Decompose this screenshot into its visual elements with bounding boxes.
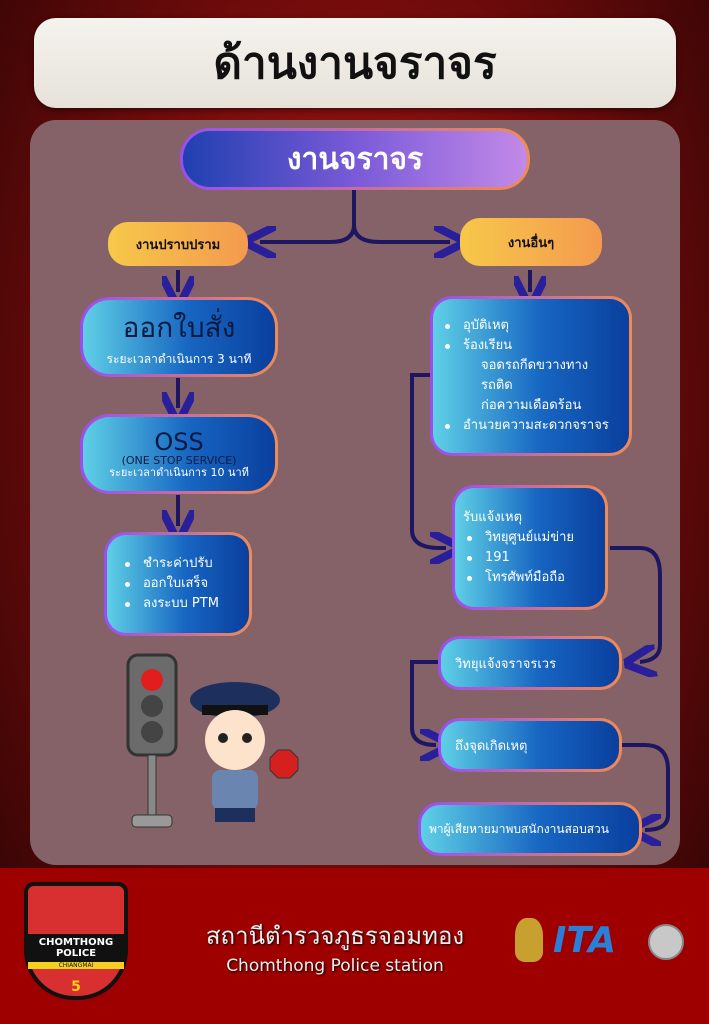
payment-steps-node: ชำระค่าปรับ ออกใบเสร็จ ลงระบบ PTM: [104, 532, 252, 636]
list-item: โทรศัพท์มือถือ: [463, 568, 597, 588]
step: ลงระบบ PTM: [121, 594, 235, 614]
step: ชำระค่าปรับ: [121, 554, 235, 574]
list-item: รถติด: [481, 378, 513, 393]
police-seal-icon: [648, 924, 684, 960]
incident-types-node: อุบัติเหตุ ร้องเรียน จอดรถกีดขวางทาง รถต…: [430, 296, 632, 456]
issue-ticket-node: ออกใบสั่ง ระยะเวลาดำเนินการ 3 นาที: [80, 297, 278, 377]
ticket-subtitle: ระยะเวลาดำเนินการ 3 นาที: [106, 351, 252, 366]
oss-duration: ระยะเวลาดำเนินการ 10 นาที: [109, 466, 249, 480]
list-item: ร้องเรียน: [441, 336, 621, 356]
victim-node: พาผู้เสียหายมาพบสนักงานสอบสวน: [418, 802, 642, 856]
footer: CHOMTHONG POLICE CHIANGMAI 5 สถานีตำรวจภ…: [0, 868, 709, 1024]
oss-title: OSS: [154, 427, 204, 456]
list-item: ก่อความเดือดร้อน: [481, 398, 582, 413]
page-title: ด้านงานจราจร: [34, 18, 676, 108]
main-node: งานจราจร: [180, 128, 530, 190]
traffic-police-illustration: [126, 653, 299, 828]
station-name-th: สถานีตำรวจภูธรจอมทอง: [205, 922, 465, 950]
radio-node: วิทยุแจ้งจราจรเวร: [438, 636, 622, 690]
list-item: วิทยุศูนย์แม่ข่าย: [463, 528, 597, 548]
list-item: 191: [463, 548, 597, 568]
step: ออกใบเสร็จ: [121, 574, 235, 594]
oss-node: OSS (ONE STOP SERVICE) ระยะเวลาดำเนินการ…: [80, 414, 278, 494]
report-node: รับแจ้งเหตุ วิทยุศูนย์แม่ข่าย 191 โทรศัพ…: [452, 485, 608, 610]
arrive-node: ถึงจุดเกิดเหตุ: [438, 718, 622, 772]
report-title: รับแจ้งเหตุ: [463, 509, 523, 525]
list-item: จอดรถกีดขวางทาง: [481, 358, 589, 373]
police-badge-logo: CHOMTHONG POLICE CHIANGMAI 5: [24, 882, 128, 1000]
emblem-icon: [515, 918, 543, 962]
list-item: อำนวยความสะดวกจราจร: [441, 416, 621, 436]
other-work-label: งานอื่นๆ: [460, 218, 602, 266]
oss-subtitle: (ONE STOP SERVICE): [121, 454, 237, 468]
flow-arrows: [0, 190, 670, 870]
station-name-en: Chomthong Police station: [226, 956, 444, 976]
suppression-label: งานปราบปราม: [108, 222, 248, 266]
ita-logo: ITA: [553, 920, 617, 961]
list-item: อุบัติเหตุ: [441, 316, 621, 336]
ticket-title: ออกใบสั่ง: [122, 310, 236, 344]
